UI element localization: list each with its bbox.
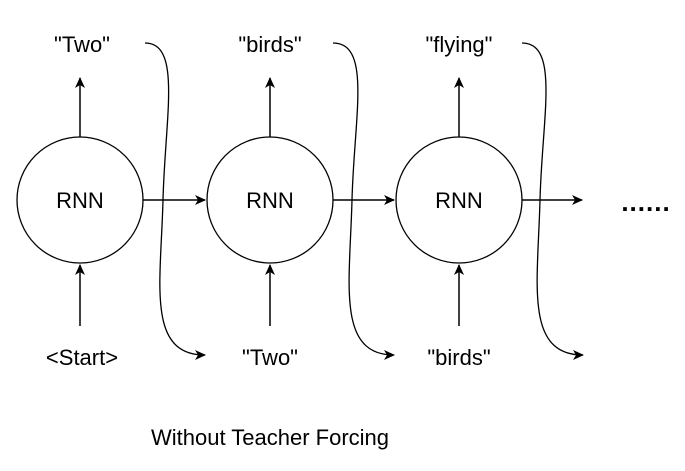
- rnn-node-2-label: RNN: [246, 188, 294, 213]
- output-label-3: "flying": [426, 32, 493, 57]
- output-label-2: "birds": [238, 32, 301, 57]
- rnn-cell-3: RNN "flying" "birds": [395, 32, 523, 370]
- rnn-cell-1: RNN "Two" <Start>: [16, 32, 144, 370]
- output-label-1: "Two": [54, 32, 110, 57]
- feedback-curve-1: [144, 42, 206, 360]
- feedback-curve-3: [521, 42, 584, 360]
- diagram-caption: Without Teacher Forcing: [151, 425, 389, 450]
- rnn-node-3-label: RNN: [435, 188, 483, 213]
- rnn-cell-2: RNN "birds" "Two": [206, 32, 334, 370]
- feedback-curve-2: [332, 42, 395, 360]
- rnn-node-1-label: RNN: [56, 188, 104, 213]
- input-label-1: <Start>: [46, 345, 118, 370]
- input-label-3: "birds": [427, 345, 490, 370]
- input-label-2: "Two": [242, 345, 298, 370]
- ellipsis: ......: [621, 187, 670, 217]
